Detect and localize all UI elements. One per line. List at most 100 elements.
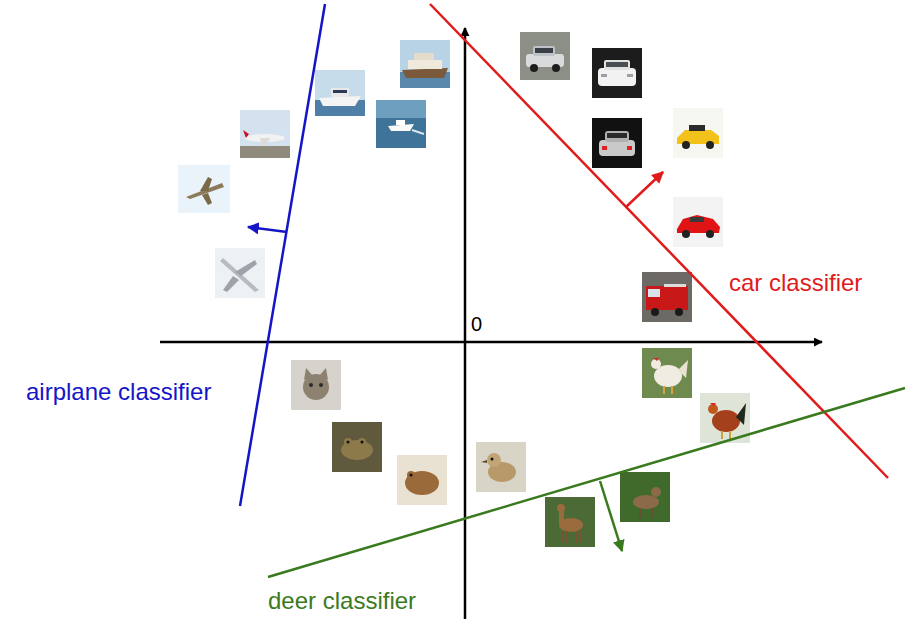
truck-thumbnail-part [646, 286, 688, 310]
car-thumbnail-part [592, 118, 642, 168]
airplane-thumbnail [240, 110, 290, 158]
car-thumbnail-part [682, 230, 690, 238]
car-thumbnail-part [605, 131, 629, 142]
car-thumbnail-part [673, 108, 723, 158]
car-thumbnail-part [606, 62, 628, 67]
airliner-thumbnail-part [223, 276, 239, 292]
car-thumbnail [592, 48, 642, 98]
boat-thumbnail [376, 100, 426, 148]
airliner-thumbnail-part [235, 260, 257, 276]
bird-thumbnail-part [491, 458, 494, 461]
deer-decision-line [268, 388, 905, 577]
car-thumbnail-part [530, 64, 538, 72]
car-thumbnail-part [689, 125, 705, 131]
jet-thumbnail [178, 165, 230, 213]
car-thumbnail [673, 108, 723, 158]
boat-thumbnail-part [412, 130, 424, 134]
rooster-thumbnail-part [712, 410, 740, 432]
cat-thumbnail [291, 360, 341, 410]
classifier-label: deer classifier [266, 588, 418, 614]
rooster-thumbnail-part [710, 403, 716, 406]
jet-thumbnail-part [200, 177, 212, 191]
ship-thumbnail-part [402, 68, 448, 78]
deer-thumbnail [545, 497, 595, 547]
truck-thumbnail-part [651, 308, 659, 316]
cat-thumbnail-part [291, 360, 341, 410]
rooster-thumbnail-part [736, 403, 746, 425]
frog-thumbnail-part [347, 441, 350, 444]
car-thumbnail-part [533, 46, 555, 56]
car-thumbnail [673, 197, 723, 247]
cat-thumbnail-part [304, 368, 328, 380]
car-thumbnail-part [602, 146, 607, 150]
boat-thumbnail [315, 70, 365, 116]
cat-thumbnail-part [319, 383, 323, 387]
cat-thumbnail-part [309, 383, 313, 387]
car-thumbnail-part [601, 74, 607, 77]
car-thumbnail-part [690, 217, 704, 222]
deer-thumbnail-part [640, 508, 652, 518]
car-thumbnail-part [598, 68, 636, 86]
boat-thumbnail-part [388, 124, 414, 131]
car-thumbnail-part [627, 74, 633, 77]
rooster-thumbnail-part [653, 358, 659, 361]
bird-thumbnail-part [481, 460, 487, 463]
car-thumbnail-part [673, 197, 723, 247]
boat-thumbnail-part [333, 90, 347, 93]
frog-thumbnail-part [361, 441, 364, 444]
jet-thumbnail-part [202, 193, 212, 205]
ship-thumbnail-part [414, 53, 434, 60]
rooster-thumbnail-part [664, 386, 672, 394]
ship-thumbnail-part [408, 60, 442, 69]
frog-thumbnail-part [407, 471, 415, 479]
airplane-thumbnail-part [240, 110, 290, 158]
truck-thumbnail-part [675, 308, 683, 316]
airplane-normal-arrow [248, 227, 287, 232]
car-thumbnail-part [604, 60, 630, 70]
car-thumbnail [592, 118, 642, 168]
frog-thumbnail-part [405, 471, 439, 495]
rooster-thumbnail-part [722, 431, 730, 439]
car-thumbnail-part [607, 133, 627, 138]
deer-normal-arrow [600, 481, 622, 551]
car-thumbnail-part [520, 32, 570, 80]
frog-thumbnail-part [332, 422, 382, 472]
rooster-thumbnail-part [642, 348, 692, 398]
bird-thumbnail-part [487, 453, 501, 467]
truck-thumbnail-part [642, 272, 692, 322]
airliner-thumbnail [215, 248, 265, 298]
boat-thumbnail-part [376, 118, 426, 148]
frog-thumbnail-part [344, 438, 352, 446]
frog-thumbnail-part [397, 455, 447, 505]
car-thumbnail-part [677, 130, 719, 144]
bird-thumbnail-part [476, 442, 526, 492]
car-thumbnail-part [535, 48, 553, 53]
airliner-thumbnail-part [220, 258, 259, 292]
frog-thumbnail [397, 455, 447, 505]
deer-thumbnail [620, 472, 670, 522]
rooster-thumbnail [642, 348, 692, 398]
deer-thumbnail-part [557, 504, 565, 512]
frog-thumbnail-part [410, 474, 413, 477]
rooster-thumbnail-part [678, 360, 688, 378]
ship-thumbnail-part [400, 40, 450, 88]
rooster-thumbnail-part [651, 359, 661, 369]
airplane-thumbnail-part [240, 146, 290, 158]
classifier-label: airplane classifier [24, 379, 213, 405]
car-normal-arrow [626, 172, 663, 207]
deer-thumbnail-part [651, 487, 661, 497]
deer-thumbnail-part [620, 472, 670, 522]
boat-thumbnail-part [319, 96, 361, 106]
deer-thumbnail-part [633, 495, 659, 509]
car-thumbnail-part [552, 64, 560, 72]
origin-label: 0 [469, 313, 484, 335]
x-axis [160, 341, 822, 344]
boat-thumbnail-part [315, 70, 365, 116]
y-axis [464, 28, 467, 619]
jet-thumbnail-part [178, 165, 230, 213]
truck-thumbnail-part [648, 289, 660, 297]
rooster-thumbnail-part [708, 404, 718, 414]
frog-thumbnail-part [358, 438, 366, 446]
car-thumbnail-part [682, 141, 690, 149]
